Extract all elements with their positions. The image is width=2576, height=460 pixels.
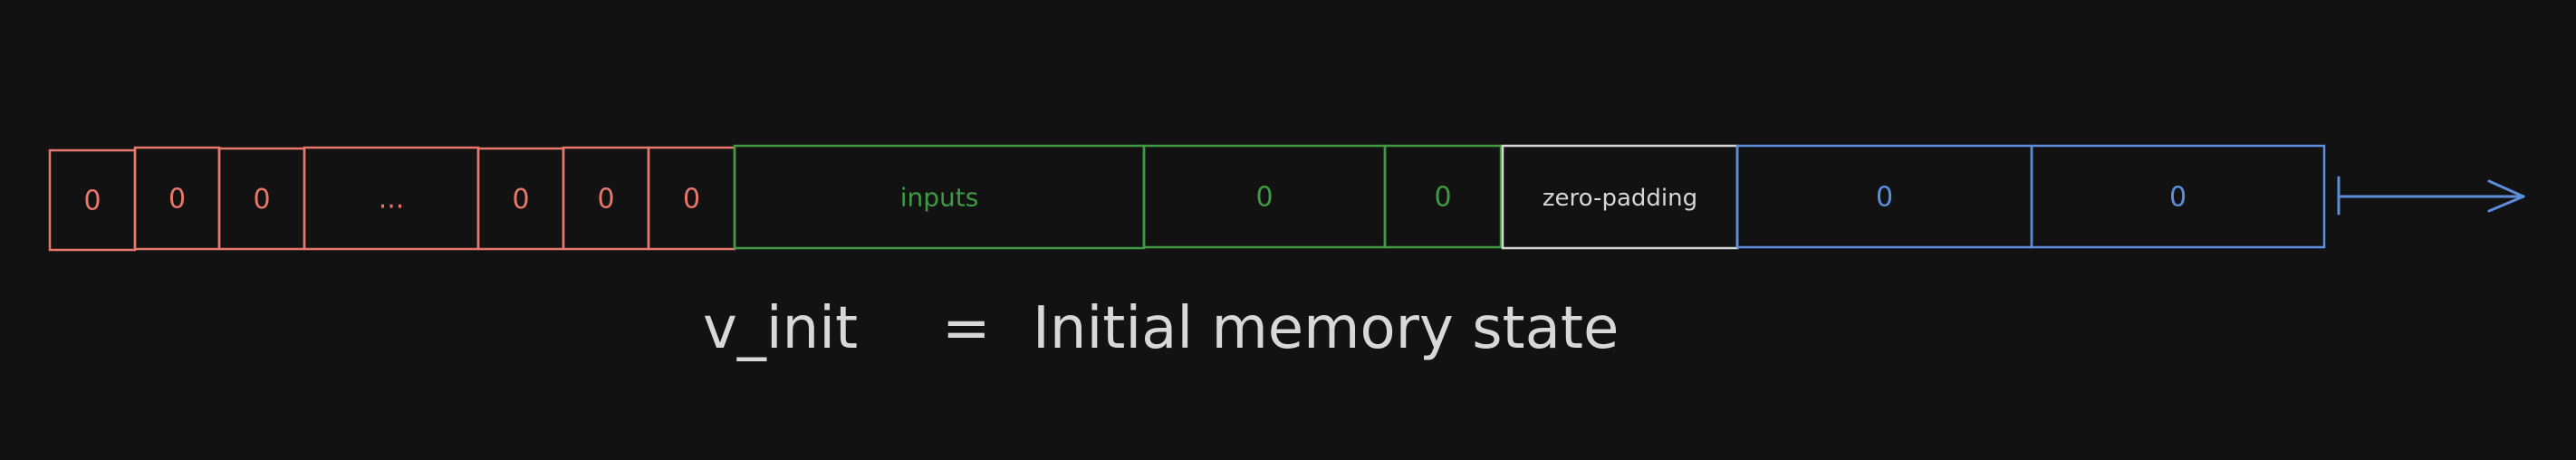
caption: v_init = Initial memory state [703, 295, 1619, 362]
right-arrow-icon [2337, 176, 2525, 216]
memory-cell-label: 0 [2169, 182, 2187, 214]
caption-description: Initial memory state [1033, 295, 1619, 362]
memory-cell-border [2030, 144, 2326, 249]
memory-cell: ... [303, 146, 480, 251]
memory-cell-label: 0 [253, 184, 270, 216]
memory-cell: 0 [1383, 144, 1503, 249]
memory-cell-label: 0 [83, 186, 101, 217]
memory-cell-label: 0 [597, 184, 614, 216]
memory-cell-label: 0 [1434, 182, 1451, 214]
caption-equals: = [942, 295, 991, 362]
memory-cell-label: zero-padding [1543, 185, 1697, 212]
caption-variable: v_init [703, 295, 858, 362]
memory-cell-label: 0 [512, 184, 529, 216]
memory-cell-label: 0 [168, 184, 186, 216]
memory-cell: 0 [2030, 144, 2326, 249]
memory-cell-label: 0 [1255, 182, 1273, 214]
memory-cell-label: 0 [1876, 182, 1893, 214]
memory-cell-label: ... [379, 184, 405, 216]
memory-cell-label: 0 [683, 184, 700, 216]
memory-cells: 0 0 0... 0 0 0 inputs 0 0 zero-padding 0 0 [48, 144, 2326, 252]
memory-cell-label: inputs [900, 183, 979, 213]
memory-cell-border [1383, 144, 1503, 249]
